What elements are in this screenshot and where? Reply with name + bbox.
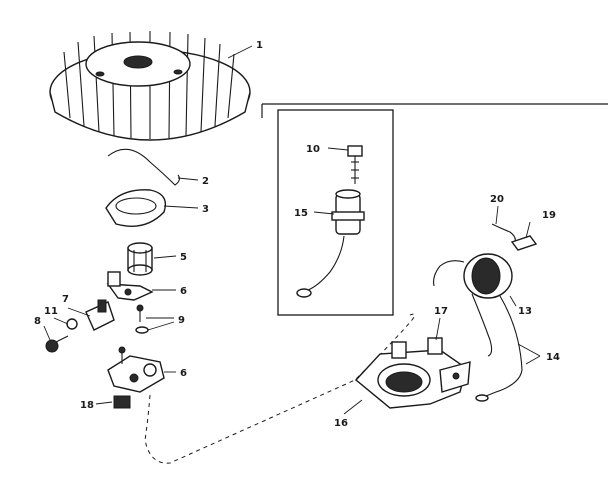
breaker-plate-part [107,346,165,393]
leader-lines [43,45,541,415]
point-set-part [85,299,115,331]
ignition-lead-part [475,295,523,402]
callout-6-lower: 6 [180,368,187,379]
callout-2: 2 [202,176,209,187]
callout-8: 8 [34,316,41,327]
condenser-part [296,189,365,298]
callout-3: 3 [202,204,209,215]
washer-part [66,318,78,330]
callout-17: 17 [434,306,448,317]
callout-7: 7 [62,294,69,305]
cam-cover-part [105,189,167,227]
callout-19: 19 [542,210,556,221]
cam-bushing-part [127,242,153,276]
callout-1: 1 [256,40,263,51]
callout-13: 13 [518,306,532,317]
screw-part-8 [45,335,69,353]
spring-clip-part [107,148,180,186]
flywheel-part [49,31,251,141]
callout-15: 15 [294,208,308,219]
condenser-inset-box [277,109,394,316]
callout-6-upper: 6 [180,286,187,297]
condenser-screw-part [347,145,363,184]
callout-10: 10 [306,144,320,155]
ground-wire-dashed [144,313,416,464]
armature-bracket-part [354,337,471,409]
callout-9: 9 [178,315,185,326]
callout-18: 18 [80,400,94,411]
callout-14: 14 [546,352,560,363]
callout-5: 5 [180,252,187,263]
small-plate-part [510,235,538,251]
callout-20: 20 [490,194,504,205]
ignition-coil-part [433,253,513,357]
callout-16: 16 [334,418,348,429]
insulator-part [113,395,131,409]
screws-part-9 [135,304,149,334]
wire-clip-part [491,223,516,245]
callout-11: 11 [44,306,58,317]
breaker-arm-part [106,271,154,301]
